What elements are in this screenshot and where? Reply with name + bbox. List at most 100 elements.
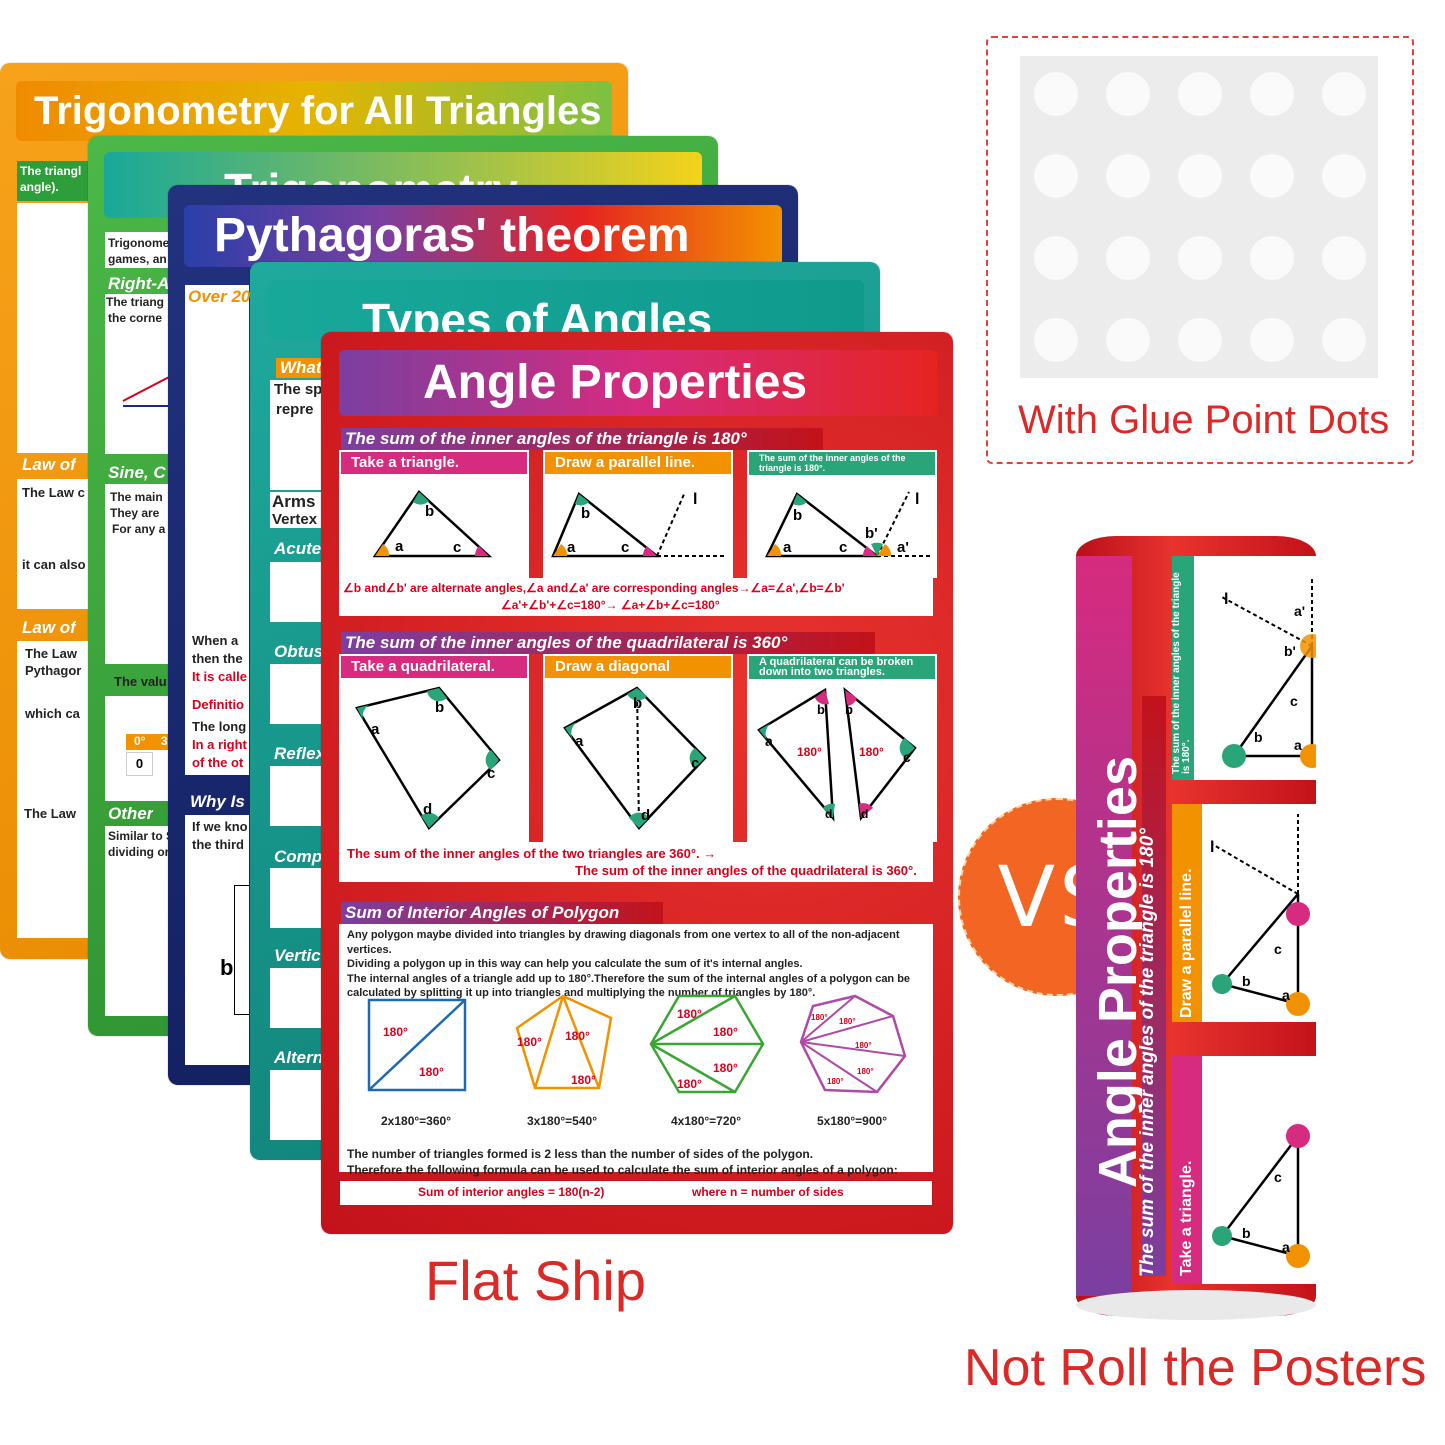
- text-fragment: of the ot: [192, 755, 244, 770]
- step-label: Take a quadrilateral.: [341, 656, 527, 678]
- svg-text:180°: 180°: [857, 1067, 874, 1076]
- section-triangle-title: The sum of the inner angles of the trian…: [341, 428, 823, 450]
- section-why: Why Is: [190, 792, 245, 811]
- svg-text:a: a: [1282, 987, 1290, 1003]
- quadrilateral-note: The sum of the inner angles of the two t…: [339, 842, 933, 882]
- glue-dots-sheet: [1020, 56, 1378, 378]
- rolled-triangle-diagram: c b a b' a' l: [1219, 576, 1316, 768]
- text-fragment: In a right: [192, 737, 247, 752]
- text-fragment: Vertex: [272, 511, 318, 528]
- text-fragment: The Law: [24, 806, 77, 821]
- poster-title: Angle Properties: [339, 350, 937, 416]
- two-triangles-diagram: a b b c d d 180° 180°: [757, 687, 917, 822]
- text-fragment: For any a: [112, 522, 166, 536]
- poster-angle-properties: Angle Properties The sum of the inner an…: [321, 332, 953, 1234]
- section-acute: Acute: [274, 539, 322, 558]
- polygon-rule-text: The number of triangles formed is 2 less…: [347, 1147, 898, 1177]
- svg-text:d: d: [641, 807, 650, 824]
- svg-text:180°: 180°: [839, 1017, 856, 1026]
- svg-text:c: c: [1274, 941, 1282, 957]
- svg-text:180°: 180°: [797, 745, 822, 759]
- step-card: Take a quadrilateral. a b c d: [339, 654, 529, 842]
- text-fragment: The sp: [274, 381, 323, 398]
- heptagon-polygon: 180° 180° 180° 180° 180°: [799, 994, 907, 1094]
- rolled-section-strip: [1142, 696, 1166, 1276]
- svg-text:b: b: [793, 507, 802, 524]
- not-roll-label: Not Roll the Posters: [964, 1339, 1427, 1397]
- section-law-1: Law of: [22, 455, 76, 474]
- svg-text:180°: 180°: [827, 1077, 844, 1086]
- triangle-proof-diagram: a b c b' a' l: [765, 491, 933, 558]
- svg-text:b: b: [633, 695, 642, 712]
- text-fragment: Arms: [272, 492, 316, 511]
- svg-text:b: b: [435, 699, 444, 716]
- quadrilateral-diagram: a b c d: [355, 686, 501, 830]
- step-card: Take a triangle. a b c: [339, 450, 529, 578]
- section-complementary: Comp: [274, 847, 323, 866]
- rolled-bottom-edge: [1076, 1290, 1316, 1320]
- svg-text:180°: 180°: [571, 1073, 596, 1087]
- svg-text:b': b': [865, 525, 878, 542]
- svg-text:a: a: [575, 733, 584, 750]
- rolled-title-strip: [1076, 556, 1132, 1296]
- svg-text:180°: 180°: [713, 1025, 738, 1039]
- flat-ship-label: Flat Ship: [425, 1249, 646, 1312]
- triangle-diagram: a b c: [372, 490, 493, 558]
- rolled-poster: Angle Properties The sum of the inner an…: [1076, 536, 1316, 1316]
- svg-text:c: c: [621, 539, 629, 556]
- rolled-parallel-diagram: c b a l: [1210, 814, 1310, 1016]
- text-fragment: dividing or: [108, 845, 170, 859]
- svg-text:c: c: [487, 765, 495, 782]
- section-obtuse: Obtus: [274, 642, 324, 661]
- text-fragment: Trigonome: [108, 236, 170, 250]
- step-label: Draw a diagonal: [545, 656, 731, 678]
- svg-text:b: b: [845, 702, 853, 717]
- text-fragment: They are: [110, 506, 160, 520]
- svg-text:a: a: [1294, 737, 1302, 753]
- hexagon-polygon: 180° 180° 180° 180°: [649, 994, 765, 1094]
- text-fragment: it can also: [22, 557, 86, 572]
- glue-dots-box: [986, 36, 1414, 464]
- section-law-2: Law of: [22, 618, 76, 637]
- svg-text:b: b: [1242, 973, 1251, 989]
- section-reflex: Reflex: [274, 744, 326, 763]
- text-fragment: Pythagor: [25, 663, 82, 678]
- svg-text:180°: 180°: [383, 1025, 408, 1039]
- text-fragment: When a: [192, 633, 239, 648]
- text-fragment: It is calle: [192, 669, 247, 684]
- value-table-header: 0° 3: [126, 734, 169, 750]
- formula-box: Sum of interior angles = 180(n-2) where …: [339, 1180, 933, 1206]
- text-fragment: Definitio: [192, 697, 244, 712]
- value-table-cell: 0: [126, 752, 153, 776]
- svg-text:b: b: [1242, 1225, 1251, 1241]
- section-sine: Sine, C: [108, 463, 166, 482]
- section-alternate: Altern: [274, 1048, 324, 1067]
- svg-text:180°: 180°: [859, 745, 884, 759]
- svg-text:a: a: [371, 721, 380, 738]
- svg-text:180°: 180°: [811, 1013, 828, 1022]
- glue-dots-label: With Glue Point Dots: [1018, 398, 1390, 442]
- poster-title: Trigonometry for All Triangles: [16, 81, 612, 141]
- svg-text:l: l: [915, 491, 919, 508]
- section-other: Other: [108, 804, 154, 823]
- svg-text:b: b: [817, 702, 825, 717]
- step-card: A quadrilateral can be broken down into …: [747, 654, 937, 842]
- text-fragment: Similar to S: [108, 829, 175, 843]
- step-card: The sum of the inner angles of the trian…: [747, 450, 937, 578]
- svg-text:a': a': [897, 539, 909, 556]
- side-label: b: [220, 955, 234, 980]
- rolled-step-card: The sum of the inner angles of the trian…: [1171, 556, 1316, 780]
- svg-text:180°: 180°: [677, 1077, 702, 1091]
- section-right-angle: Right-A: [108, 274, 170, 293]
- text-fragment: The main: [110, 490, 163, 504]
- section-what: What: [276, 358, 326, 378]
- poster-title: Pythagoras' theorem: [184, 205, 782, 267]
- text-fragment: angle).: [20, 180, 59, 194]
- rolled-take-triangle-diagram: c b a: [1212, 1124, 1310, 1268]
- svg-text:c: c: [903, 749, 911, 765]
- square-polygon: 180° 180°: [367, 998, 467, 1092]
- svg-text:c: c: [1274, 1169, 1282, 1185]
- text-fragment: The valu: [114, 674, 167, 689]
- svg-text:l: l: [1210, 839, 1214, 856]
- text-fragment: repre: [276, 401, 314, 418]
